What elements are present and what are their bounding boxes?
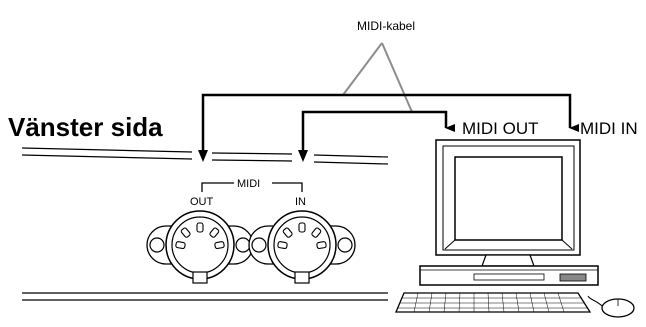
side-label: Vänster sida bbox=[8, 112, 163, 142]
midi-group-label: MIDI bbox=[237, 178, 260, 190]
cable-pointer bbox=[342, 42, 413, 113]
computer-midi-in-label: MIDI IN bbox=[580, 119, 638, 138]
midi-group-bracket bbox=[201, 182, 303, 192]
arrow-down-icon bbox=[198, 150, 308, 162]
out-port-label: OUT bbox=[190, 196, 214, 208]
desktop-computer-icon bbox=[395, 139, 635, 318]
in-port-label: IN bbox=[295, 196, 306, 208]
din-5-pin-connector-icon bbox=[146, 210, 254, 284]
din-5-pin-connector-icon bbox=[248, 210, 356, 284]
cable-label: MIDI-kabel bbox=[357, 19, 415, 33]
midi-cable-in bbox=[301, 110, 455, 156]
computer-midi-out-label: MIDI OUT bbox=[462, 119, 539, 138]
midi-cable-out bbox=[201, 93, 579, 156]
instrument-edge bbox=[21, 147, 389, 301]
